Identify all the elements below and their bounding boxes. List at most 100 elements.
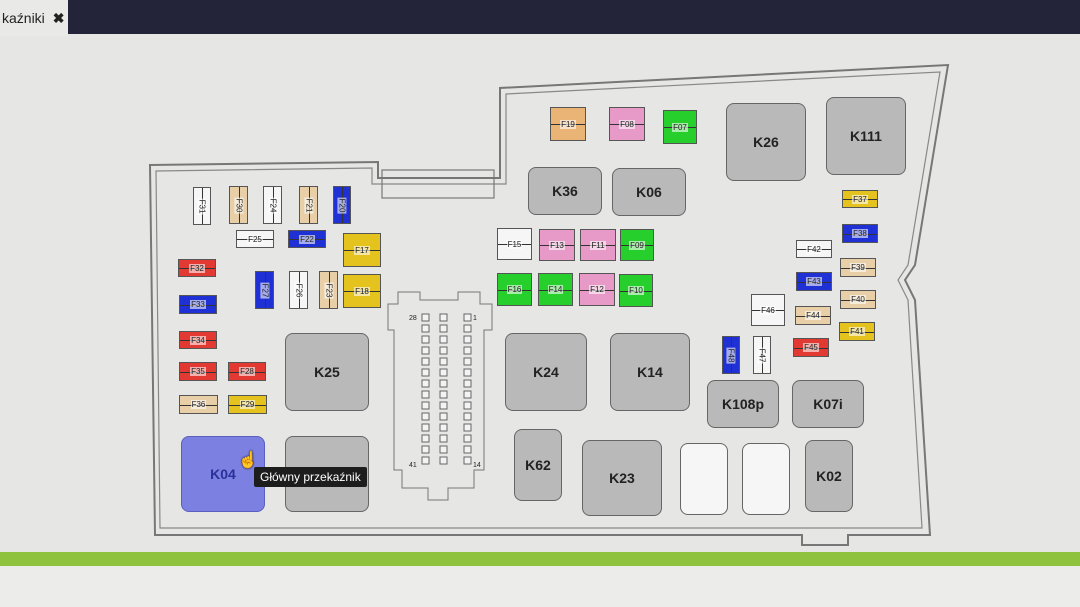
fuse-f37[interactable]: F37 [842,190,878,208]
relay-k62[interactable]: K62 [514,429,562,501]
connector-pin [463,368,472,377]
fuse-f33[interactable]: F33 [179,295,217,314]
relay-k04[interactable]: K04 [181,436,265,512]
fuse-f39[interactable]: F39 [840,258,876,277]
relay-k108p[interactable]: K108p [707,380,779,428]
relay-k14[interactable]: K14 [610,333,690,411]
fuse-label: F47 [757,347,767,363]
fuse-label: F20 [337,197,347,213]
relay-label: K02 [816,468,842,484]
relay-k07i[interactable]: K07i [792,380,864,428]
relay-k06[interactable]: K06 [612,168,686,216]
fuse-label: F24 [267,197,277,213]
fuse-label: F40 [850,295,866,304]
fuse-f07[interactable]: F07 [663,110,697,144]
fuse-f47[interactable]: F47 [753,336,771,374]
relay-label: K111 [850,128,882,144]
fuse-label: F33 [190,300,206,309]
fuse-f38[interactable]: F38 [842,224,878,243]
fuse-f14[interactable]: F14 [538,273,573,306]
connector-pin [463,335,472,344]
fuse-f13[interactable]: F13 [539,229,575,261]
fuse-label: F31 [197,198,207,214]
fuse-f40[interactable]: F40 [840,290,876,309]
hand-cursor-icon: ☝ [238,452,258,469]
fuse-f20[interactable]: F20 [333,186,351,224]
fuse-f10[interactable]: F10 [619,274,653,307]
empty-relay-slot[interactable] [680,443,728,515]
fuse-f27[interactable]: F27 [255,271,274,309]
fuse-f23[interactable]: F23 [319,271,338,309]
fuse-f29[interactable]: F29 [228,395,267,414]
fuse-f24[interactable]: F24 [263,186,282,224]
fuse-f30[interactable]: F30 [229,186,248,224]
fuse-f32[interactable]: F32 [178,259,216,277]
fuse-f09[interactable]: F09 [620,229,654,261]
connector-pin [439,423,448,432]
fuse-label: F27 [259,282,269,298]
relay-k111[interactable]: K111 [826,97,906,175]
fuse-f22[interactable]: F22 [288,230,326,248]
fuse-label: F42 [806,244,822,254]
relay-k25[interactable]: K25 [285,333,369,411]
fuse-label: F41 [849,327,865,336]
fuse-f42[interactable]: F42 [796,240,832,258]
close-icon[interactable]: ✖ [52,9,65,26]
connector-outline [387,291,493,501]
fuse-f11[interactable]: F11 [580,229,616,261]
fuse-f21[interactable]: F21 [299,186,318,224]
connector-pin [421,335,430,344]
fuse-f19[interactable]: F19 [550,107,586,141]
connector-pin [421,445,430,454]
fuse-f43[interactable]: F43 [796,272,832,291]
connector-pin [421,390,430,399]
relay-k24[interactable]: K24 [505,333,587,411]
connector-pin [439,357,448,366]
fuse-f16[interactable]: F16 [497,273,532,306]
fuse-f48[interactable]: F48 [722,336,740,374]
fuse-f15[interactable]: F15 [497,228,532,260]
fuse-f18[interactable]: F18 [343,274,381,308]
connector-pin [421,379,430,388]
connector-pin [439,313,448,322]
empty-relay-slot[interactable] [742,443,790,515]
connector-pin [439,346,448,355]
tab-relays[interactable]: kaźniki ✖ [0,0,68,36]
relay-k02[interactable]: K02 [805,440,853,512]
connector-pin [421,434,430,443]
connector-pin [421,313,430,322]
fuse-f17[interactable]: F17 [343,233,381,267]
fuse-label: F48 [726,347,736,363]
pin-label: 41 [409,462,417,469]
fuse-f44[interactable]: F44 [795,306,831,325]
relay-label: K23 [609,470,635,486]
relay-label: K24 [533,364,559,380]
relay-k26[interactable]: K26 [726,103,806,181]
fuse-f45[interactable]: F45 [793,338,829,357]
fuse-label: F11 [590,240,606,250]
connector-pin [421,412,430,421]
fuse-f28[interactable]: F28 [228,362,266,381]
fuse-f41[interactable]: F41 [839,322,875,341]
fuse-f46[interactable]: F46 [751,294,785,326]
fuse-f12[interactable]: F12 [579,273,615,306]
fuse-label: F22 [299,234,315,244]
fuse-label: F32 [189,263,205,273]
fuse-f31[interactable]: F31 [193,187,211,225]
connector-pin [463,456,472,465]
relay-k36[interactable]: K36 [528,167,602,215]
fuse-f36[interactable]: F36 [179,395,218,414]
fuse-f35[interactable]: F35 [179,362,217,381]
connector-pin [439,368,448,377]
relay-label: K26 [753,134,779,150]
fuse-f25[interactable]: F25 [236,230,274,248]
relay-k23[interactable]: K23 [582,440,662,516]
fuse-label: F12 [589,285,605,294]
connector-pin [463,379,472,388]
fuse-f34[interactable]: F34 [179,331,217,349]
fuse-f08[interactable]: F08 [609,107,645,141]
fuse-label: F29 [239,400,256,409]
fuse-f26[interactable]: F26 [289,271,308,309]
